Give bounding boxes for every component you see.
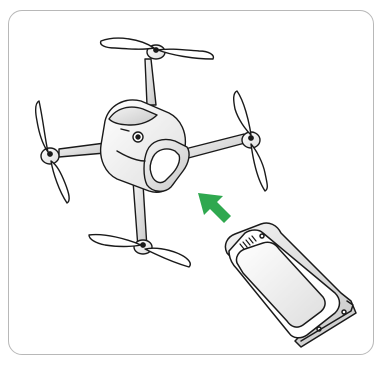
- illustration-frame: [8, 10, 374, 355]
- battery-icon: [225, 223, 356, 347]
- battery-insertion-illustration: [9, 11, 374, 355]
- insert-arrow-icon: [198, 193, 231, 223]
- drone-icon: [36, 38, 268, 267]
- drone-body: [101, 100, 189, 192]
